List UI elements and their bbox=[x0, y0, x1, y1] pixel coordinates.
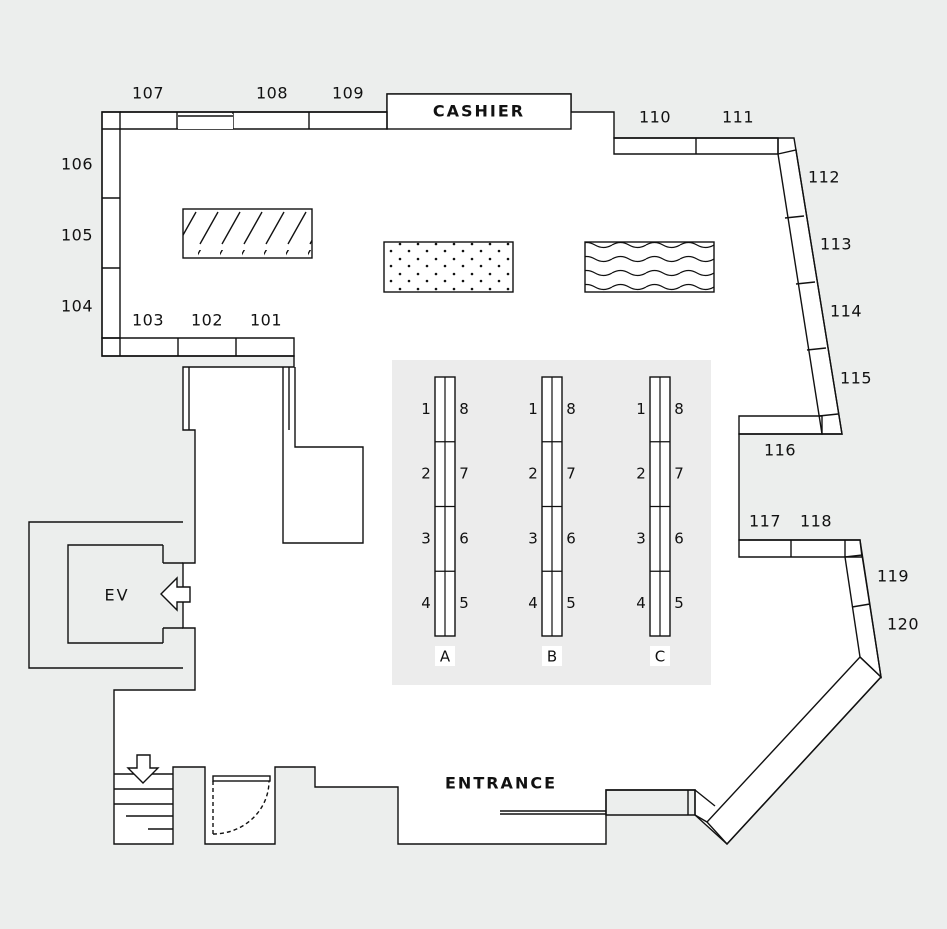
arrow-down-icon bbox=[126, 754, 160, 784]
shelf-unit: 1 2 3 4 8 7 6 5B bbox=[528, 376, 576, 666]
booth-label: 117 bbox=[749, 512, 781, 531]
booth-label: 112 bbox=[808, 168, 840, 187]
shelf-slot-label: 6 bbox=[674, 529, 684, 547]
row-tag bbox=[435, 646, 455, 666]
booth-label: 104 bbox=[61, 297, 93, 316]
booth-label: 120 bbox=[887, 615, 919, 634]
shelf-slot-label: 5 bbox=[459, 594, 469, 612]
shelf-slot-label: 8 bbox=[674, 400, 684, 418]
dotted-display-table bbox=[383, 241, 514, 293]
shelf-slot-label: 7 bbox=[674, 465, 684, 483]
shelf-slot-label: 3 bbox=[636, 529, 646, 547]
row-tag bbox=[542, 646, 562, 666]
shelf-row-name: B bbox=[547, 648, 557, 666]
booth-label: 101 bbox=[250, 311, 282, 330]
shelf-slot-label: 7 bbox=[566, 465, 576, 483]
entrance-label: ENTRANCE bbox=[445, 774, 557, 793]
booth-label: 103 bbox=[132, 311, 164, 330]
booth-label: 107 bbox=[132, 84, 164, 103]
arrow-left-icon bbox=[160, 576, 191, 612]
shelf-slot-label: 1 bbox=[421, 400, 431, 418]
shelving-rows: 1 2 3 4 8 7 6 5A 1 2 3 4 8 7 6 5B 1 2 3 4 8 7 6 5C bbox=[421, 376, 684, 666]
booth-label: 110 bbox=[639, 108, 671, 127]
shelf-slot-label: 4 bbox=[421, 594, 431, 612]
booth-label: 113 bbox=[820, 235, 852, 254]
booth-label: 111 bbox=[722, 108, 754, 127]
shelf-unit: 1 2 3 4 8 7 6 5A bbox=[421, 376, 469, 666]
shelf-slot-label: 8 bbox=[459, 400, 469, 418]
wavy-display-table bbox=[584, 241, 715, 293]
booth-label: 108 bbox=[256, 84, 288, 103]
shelf-slot-label: 2 bbox=[421, 465, 431, 483]
cashier-label: CASHIER bbox=[433, 102, 525, 121]
shelf-slot-label: 8 bbox=[566, 400, 576, 418]
door-icon bbox=[212, 775, 271, 835]
booth-labels: 101 102 103 104 105 106 107 108 109 110 … bbox=[61, 84, 919, 634]
shelf-slot-label: 3 bbox=[421, 529, 431, 547]
booth-label: 116 bbox=[764, 441, 796, 460]
shelf-unit: 1 2 3 4 8 7 6 5C bbox=[636, 376, 684, 666]
booth-label: 118 bbox=[800, 512, 832, 531]
row-tag bbox=[650, 646, 670, 666]
booth-label: 105 bbox=[61, 226, 93, 245]
shelf-slot-label: 6 bbox=[459, 529, 469, 547]
booth-label: 119 bbox=[877, 567, 909, 586]
shelf-slot-label: 2 bbox=[528, 465, 538, 483]
booth-label: 114 bbox=[830, 302, 862, 321]
shelf-slot-label: 5 bbox=[674, 594, 684, 612]
shelf-slot-label: 4 bbox=[528, 594, 538, 612]
shelf-slot-label: 2 bbox=[636, 465, 646, 483]
shelf-row-name: A bbox=[440, 648, 451, 666]
booth-label: 106 bbox=[61, 155, 93, 174]
hatched-display-table bbox=[182, 208, 313, 259]
shelf-slot-label: 4 bbox=[636, 594, 646, 612]
cashier-counter bbox=[386, 93, 572, 130]
booth-strips bbox=[101, 111, 883, 846]
elevator-label: EV bbox=[104, 586, 129, 605]
booth-label: 102 bbox=[191, 311, 223, 330]
elevator: EV bbox=[28, 521, 183, 669]
shelf-slot-label: 1 bbox=[636, 400, 646, 418]
shelf-slot-label: 5 bbox=[566, 594, 576, 612]
shelf-slot-label: 3 bbox=[528, 529, 538, 547]
booth-label: 115 bbox=[840, 369, 872, 388]
shelf-slot-label: 1 bbox=[528, 400, 538, 418]
shelf-row-name: C bbox=[655, 648, 665, 666]
shelf-slot-label: 6 bbox=[566, 529, 576, 547]
back-room-block bbox=[282, 367, 364, 544]
shelf-slot-label: 7 bbox=[459, 465, 469, 483]
booth-label: 109 bbox=[332, 84, 364, 103]
